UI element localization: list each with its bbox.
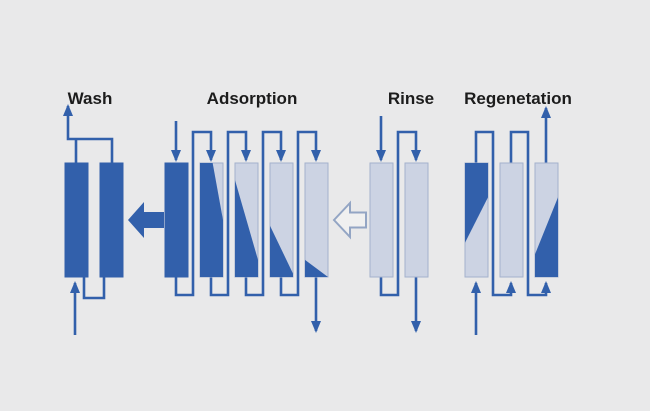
column-body	[369, 162, 394, 278]
column-body	[99, 162, 124, 278]
column-regenetation-2	[499, 162, 524, 278]
pipe-adsorption-serpentine-3	[244, 130, 283, 297]
flow-arrowhead-rinse-serpentine	[411, 150, 421, 162]
column-body	[164, 162, 189, 278]
flow-arrowhead-adsorption-feed	[171, 150, 181, 162]
column-loading-zone	[305, 259, 328, 277]
pipe-rinse-serpentine	[379, 130, 418, 297]
stage-label-rinse: Rinse	[388, 89, 434, 108]
flow-arrowhead-adsorption-serpentine-1	[206, 150, 216, 162]
flow-arrowhead-regenetation-inlet	[471, 281, 481, 293]
pipe-adsorption-serpentine-4	[279, 130, 318, 297]
flow-arrowhead-adsorption-outlet	[311, 321, 321, 333]
flow-arrowhead-adsorption-serpentine-4	[311, 150, 321, 162]
pipe-adsorption-serpentine-1	[174, 130, 213, 297]
column-loading-zone	[270, 225, 293, 277]
column-adsorption-2	[199, 162, 224, 278]
stage-label-adsorption: Adsorption	[207, 89, 298, 108]
column-loading-zone	[235, 180, 258, 277]
flow-arrowhead-adsorption-serpentine-2	[241, 150, 251, 162]
column-body	[499, 162, 524, 278]
column-adsorption-3	[234, 162, 259, 278]
column-regenetation-3	[534, 162, 559, 278]
flow-arrowhead-regenetation-serpentine-2	[541, 281, 551, 293]
flow-arrowhead-regenetation-serpentine-1	[506, 281, 516, 293]
rinse-direction-block-arrow	[332, 200, 367, 240]
column-adsorption-5	[304, 162, 329, 278]
column-adsorption-1	[164, 162, 189, 278]
flow-arrowhead-regenetation-outlet	[541, 106, 551, 118]
stage-label-wash: Wash	[68, 89, 113, 108]
wash-direction-block-arrow	[128, 202, 164, 238]
column-wash-1	[64, 162, 89, 278]
column-regenetation-1	[464, 162, 489, 278]
column-loading-zone	[465, 163, 488, 243]
column-body	[64, 162, 89, 278]
pipe-wash-outlet	[66, 106, 114, 164]
column-rinse-2	[404, 162, 429, 278]
stage-label-regenetation: Regenetation	[464, 89, 572, 108]
flow-arrowhead-rinse-inlet	[376, 150, 386, 162]
flow-arrowhead-wash-inlet	[70, 281, 80, 293]
flow-arrowhead-adsorption-serpentine-3	[276, 150, 286, 162]
flow-arrowhead-wash-outlet	[63, 104, 73, 116]
column-wash-2	[99, 162, 124, 278]
pipe-wash-bottom-u	[82, 277, 106, 300]
column-adsorption-4	[269, 162, 294, 278]
column-rinse-1	[369, 162, 394, 278]
pipe-adsorption-serpentine-2	[209, 130, 248, 297]
column-loading-zone	[535, 197, 558, 277]
column-body	[304, 162, 329, 278]
column-body	[404, 162, 429, 278]
column-loading-zone	[200, 163, 223, 277]
flow-arrowhead-rinse-outlet	[411, 321, 421, 333]
